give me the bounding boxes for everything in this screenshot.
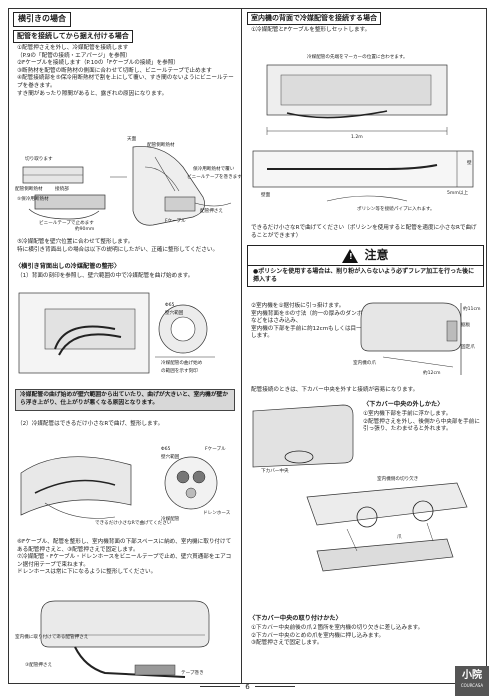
pipe-insulation-figure: 切り取ります 配管側断熱材 接続部 ビニールテープで止めます ⑤保冷用断熱材 天… (15, 137, 242, 235)
label-insulation: 配管側断熱材 (15, 187, 43, 192)
right-step-1: ①冷媒配管とFケーブルを整形しセットします。 (251, 27, 371, 34)
right-step-2-line-2: 室内機背面を⑤の寸法（約一の厚みのダンボール）などをはさみ込み、 (251, 310, 380, 325)
page-number: 6 (0, 683, 495, 692)
bend-step-1: （1）背面の刻印を参照し、壁穴範囲の中で冷媒配管を曲げ始めます。 (17, 273, 194, 280)
remove-step-2: ②配管押さえを外し、後側から中央部を手前に引っ張り、たわませると外れます。 (363, 418, 480, 433)
label-fix: 固定爪 (461, 345, 475, 350)
attach-steps: ①下カバー中央前後の爪２箇所を室内機の切り欠きに差し込みます。 ②下カバー中央の… (251, 625, 482, 648)
attach-step-2: ②下カバー中央のとめの爪を室内機に押し込みます。 (251, 632, 385, 639)
logo-text: 小院 (462, 670, 482, 681)
label-bend-r: できるだけ小さなRで曲げてください (95, 521, 172, 526)
attach-step-3: ③配管押さえで固定します。 (251, 640, 323, 647)
label-joint: 接続部 (55, 187, 69, 192)
backside-figure: 冷媒配管の先端をマーカーの位置に合わせます。 1.2m 壁面 ポリシン等を接続パ… (247, 51, 483, 223)
step-5-line-1: ⑤冷媒配管を壁穴位置に合わせて整形します。 (17, 239, 134, 245)
label-wall-right: 壁 (467, 161, 472, 166)
label-range-b: 壁穴範囲 (161, 455, 180, 460)
label-poly: ポリシン等を接続パイプに入れます。 (357, 207, 435, 212)
label-marks: の範囲を示す刻印 (161, 369, 198, 374)
step-a-6: すき間があったり隙間があると、露ぎれの原因になります。 (17, 90, 168, 97)
install-figure: 室内機に取り付けてある配管押さえ ③配管押さえ テープ巻き (15, 595, 235, 681)
wall-hole-figure: Φ65 壁穴範囲 冷媒配管の曲げ始め の範囲を示す刻印 (15, 289, 235, 384)
label-pipe-b: 冷媒配管 (161, 517, 180, 522)
label-stopper: 室内機の爪 (353, 361, 376, 366)
poly-note: できるだけ小さなRで曲げてください（ポリシンを使用すると配管を適度に小さなRで曲… (251, 225, 477, 239)
right-step-2-line-3: 室内機の下部を手前に約12cmもしくは目一杯浮かします。 (251, 325, 379, 340)
section-title: 横引きの場合 (13, 12, 71, 27)
label-cutout: 室内機側の切り欠き (377, 477, 419, 482)
label-tape: ビニールテープで止めます (39, 221, 94, 226)
label-claw: 爪 (397, 535, 402, 540)
warning-shaded: 冷媒配管の曲げ始めが壁穴範囲から出ていたり、曲げが大きいと、室内機が壁から浮き上… (15, 389, 235, 411)
step-a-1: ①配管押さえを外し、冷媒配管を接続します (17, 45, 129, 52)
remove-section: 〈下カバー中央の外しかた〉 ①室内機下部を手前に浮かします。 ②配管押さえを外し… (243, 399, 488, 434)
step-5: ⑤冷媒配管を壁穴位置に合わせて整形します。 特に横引き背面出しの場合は以下の説明… (17, 239, 235, 254)
label-marker: 冷媒配管の先端をマーカーの位置に合わせます。 (307, 55, 408, 60)
caution-body: ●ポリシンを使用する場合は、削り粉が入らないよう必ずフレア加工を行った後に挿入す… (253, 268, 475, 284)
label-range: 壁穴範囲 (165, 311, 184, 316)
warning-triangle-icon (342, 248, 359, 263)
step-5-line-2: 特に横引き背面出しの場合は以下の説明にしたがい、正確に整形してください。 (17, 246, 219, 253)
label-cover: 下カバー中央 (261, 469, 289, 474)
pipe-bend-figure: Φ65 壁穴範囲 Fケーブル 冷媒配管 ドレンホース できるだけ小さなRで曲げて… (15, 433, 235, 533)
right-step-3: 配管接続のときは、下カバー中央を外すと接続が容易になります。 (251, 387, 419, 393)
remove-step-1: ①室内機下部を手前に浮かします。 (363, 411, 452, 418)
label-hole-65: Φ65 (165, 303, 175, 308)
lift-unit-figure: 約11cm 据板 室内機の爪 固定爪 約12cm (353, 297, 483, 381)
manual-page: 横引きの場合 配管を接続してから据え付ける場合 ①配管押さえを外し、冷媒配管を接… (8, 8, 487, 684)
step-b-1: ⑥Fケーブル、配管を整形し、室内機背面の下部スペースに納め、室内機に取り付けてあ… (17, 539, 232, 553)
remove-steps: ①室内機下部を手前に浮かします。 ②配管押さえを外し、後側から中央部を手前に引っ… (363, 411, 482, 434)
label-drain: ドレンホース (203, 511, 231, 516)
caution-title: 注意 (364, 248, 389, 263)
label-ceiling: 天面 (127, 137, 137, 142)
watermark-logo: 小院 COURCASA (455, 666, 489, 696)
label-thermal: ⑤保冷用断熱材 (17, 197, 49, 202)
subhead-remove: 〈下カバー中央の外しかた〉 (363, 401, 444, 408)
label-hole-65-b: Φ65 (161, 447, 171, 452)
label-clip: 室内機に取り付けてある配管押さえ (15, 635, 89, 640)
attach-section: 〈下カバー中央の取り付けかた〉 ①下カバー中央前後の爪２箇所を室内機の切り欠きに… (243, 613, 488, 648)
logo-sub: COURCASA (460, 682, 484, 688)
sub-title-back-connect: 室内機の背面で冷媒配管を接続する場合 (247, 12, 381, 26)
left-column: 横引きの場合 配管を接続してから据え付ける場合 ①配管押さえを外し、冷媒配管を接… (9, 9, 242, 683)
attach-step-1: ①下カバー中央前後の爪２箇所を室内機の切り欠きに差し込みます。 (251, 625, 424, 632)
subhead-attach: 〈下カバー中央の取り付けかた〉 (249, 615, 342, 622)
right-step-2: ②室内機を①据付板に引っ掛けます。 室内機背面を⑤の寸法（約一の厚みのダンボール… (251, 303, 381, 341)
label-cut: 切り取ります (25, 157, 53, 162)
step-a-2: （P.9の「配管の接続・エアパージ」を参照） (17, 52, 131, 59)
sub-title-connect-first: 配管を接続してから据え付ける場合 (13, 29, 133, 44)
label-5mm: 5mm以上 (447, 191, 469, 196)
steps-b: ⑥Fケーブル、配管を整形し、室内機背面の下部スペースに納め、室内機に取り付けてあ… (17, 539, 235, 577)
label-hold: 保冷用断熱材で覆い (193, 167, 235, 172)
bend-section: 〈横引き背面出しの冷媒配管の整形〉 （1）背面の刻印を参照し、壁穴範囲の中で冷媒… (9, 261, 241, 281)
caution-header: 注意 (248, 246, 483, 266)
caution-box: 注意 ●ポリシンを使用する場合は、削り粉が入らないよう必ずフレア加工を行った後に… (247, 245, 484, 288)
bend-step-2: （2）冷媒配管はできるだけ小さなRで曲げ、整形します。 (17, 421, 164, 427)
label-wall: 壁面 (261, 193, 271, 198)
label-about-12: 約12cm (423, 371, 441, 376)
subhead-bend: 〈横引き背面出しの冷媒配管の整形〉 (15, 263, 121, 270)
label-press-b: ③配管押さえ (25, 663, 53, 668)
label-length: 1.2m (351, 135, 363, 140)
label-press: 配管押さえ (200, 209, 223, 214)
step-a-5: ④配管接続部を⑤保冷用断熱材で割を上にして覆い、すき間のないようにビニールテープ… (17, 75, 234, 89)
label-about-11: 約11cm (463, 307, 481, 312)
step-a-3: ②Fケーブルを接続します（P.10の「Fケーブルの接続」を参照） (17, 60, 180, 67)
label-tape-wrap: テープ巻き (181, 671, 204, 676)
step-a-4: ③断熱材を配管の断熱材の側面に合わせて切断し、ビニールテープで止めます (17, 67, 212, 74)
label-fcable: Fケーブル (165, 219, 186, 224)
label-about-90: 約90mm (75, 227, 95, 232)
label-fcable-b: Fケーブル (205, 447, 226, 452)
step-b-2: ⑦冷媒配管・Fケーブル・ドレンホースをビニールテープで止め、壁穴貫通部をエアコン… (17, 554, 232, 568)
right-step-2-line-1: ②室内機を①据付板に引っ掛けます。 (251, 303, 345, 309)
steps-a: ①配管押さえを外し、冷媒配管を接続します （P.9の「配管の接続・エアパージ」を… (17, 45, 235, 98)
right-column: 室内機の背面で冷媒配管を接続する場合 ①冷媒配管とFケーブルを整形しセットします… (243, 9, 488, 683)
label-tape2: ビニールテープを巻きます (187, 175, 242, 180)
label-bend-start: 冷媒配管の曲げ始め (161, 361, 203, 366)
label-board: 据板 (461, 323, 471, 328)
lower-cover-figure: 下カバー中央 室内機側の切り欠き 爪 (247, 401, 483, 611)
label-pipe-insulation: 配管側断熱材 (147, 143, 175, 148)
step-b-3: ドレンホースは常に下になるように整形してください。 (17, 569, 157, 576)
